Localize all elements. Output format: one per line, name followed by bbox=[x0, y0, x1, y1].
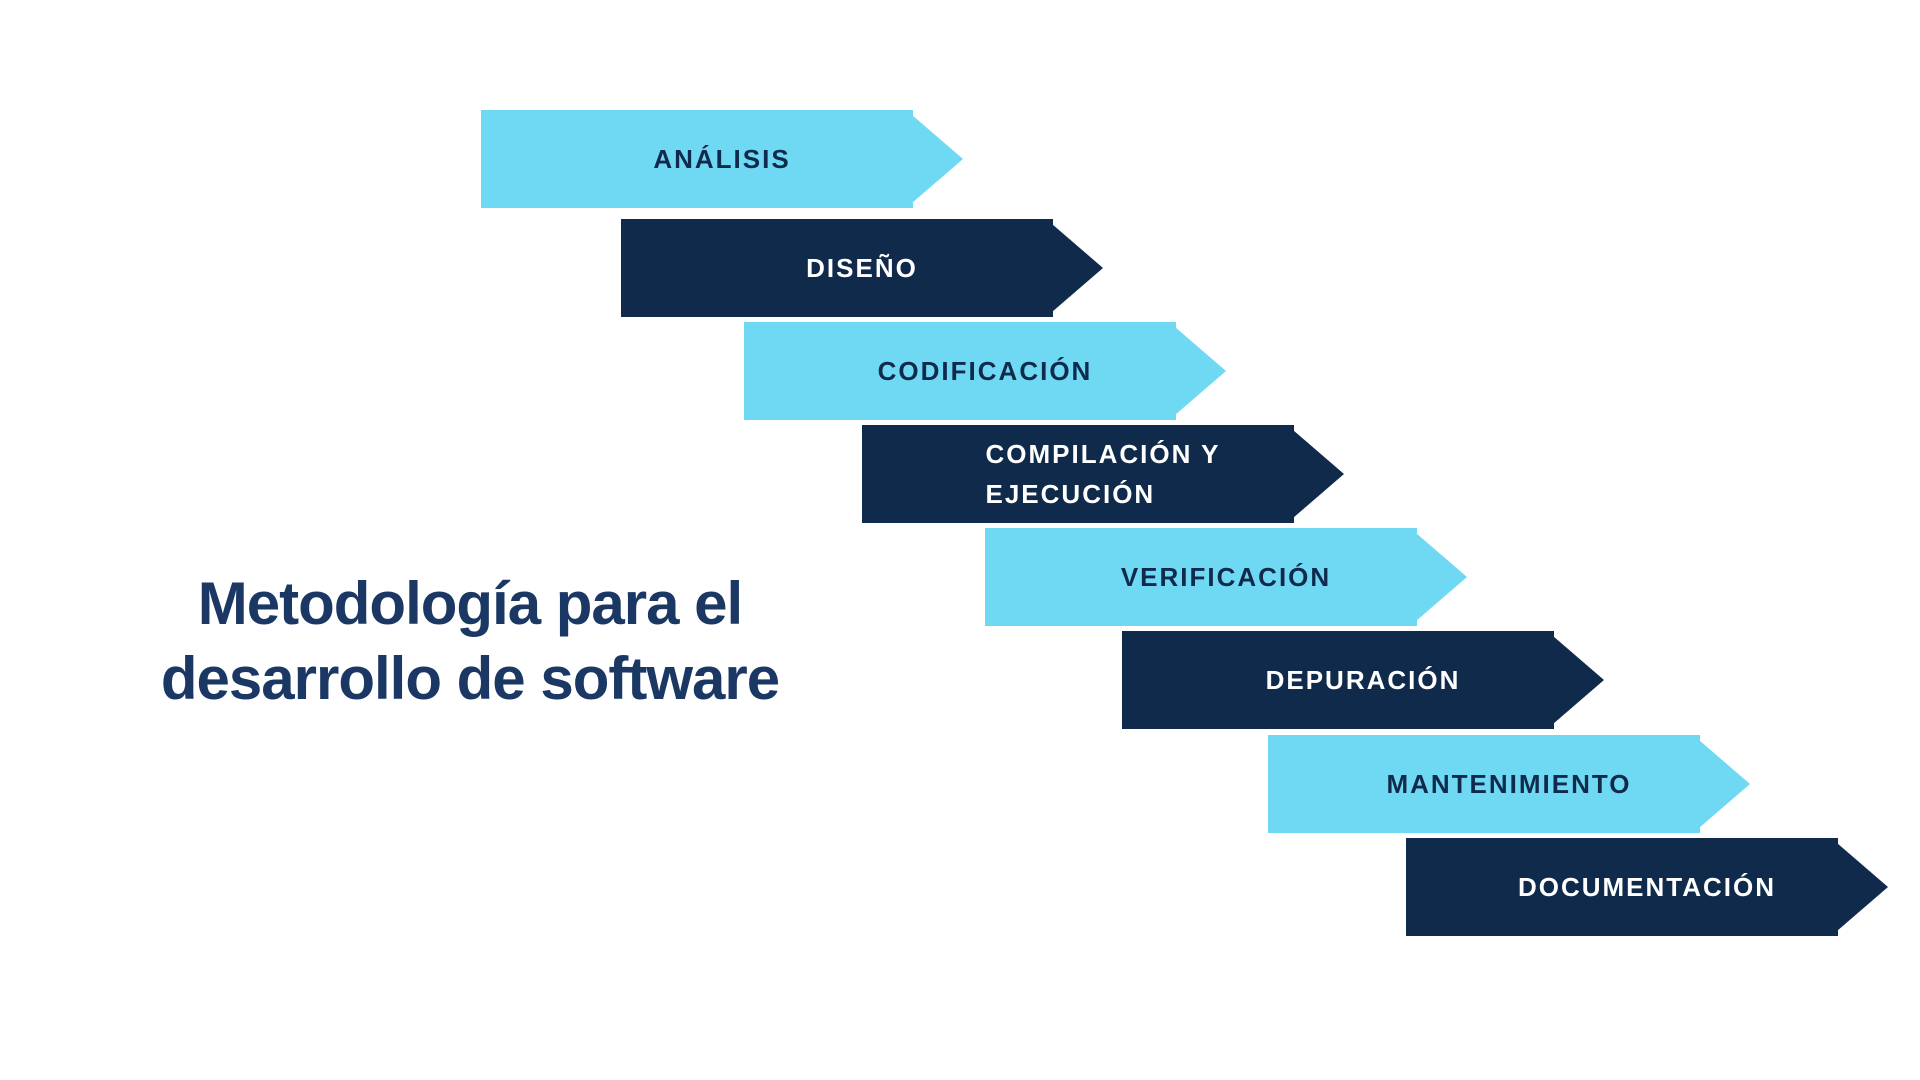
process-step: DEPURACIÓN bbox=[1122, 631, 1604, 729]
process-step-label: ANÁLISIS bbox=[653, 143, 791, 174]
process-step-label: DOCUMENTACIÓN bbox=[1517, 871, 1777, 902]
process-step-label: DISEÑO bbox=[806, 252, 918, 283]
process-step: COMPILACIÓN Y EJECUCIÓN bbox=[862, 425, 1344, 523]
process-step-label: COMPILACIÓN Y EJECUCIÓN bbox=[985, 438, 1221, 509]
process-step-label: VERIFICACIÓN bbox=[1120, 561, 1332, 592]
process-step: DISEÑO bbox=[621, 219, 1103, 317]
process-step: MANTENIMIENTO bbox=[1268, 735, 1750, 833]
process-step: CODIFICACIÓN bbox=[744, 322, 1226, 420]
process-step: ANÁLISIS bbox=[481, 110, 963, 208]
page-title: Metodología para el desarrollo de softwa… bbox=[160, 570, 780, 712]
process-step-label: MANTENIMIENTO bbox=[1386, 768, 1632, 799]
process-step: VERIFICACIÓN bbox=[985, 528, 1467, 626]
process-step-label: CODIFICACIÓN bbox=[877, 355, 1093, 386]
process-step: DOCUMENTACIÓN bbox=[1406, 838, 1888, 936]
process-step-label: DEPURACIÓN bbox=[1265, 664, 1461, 695]
